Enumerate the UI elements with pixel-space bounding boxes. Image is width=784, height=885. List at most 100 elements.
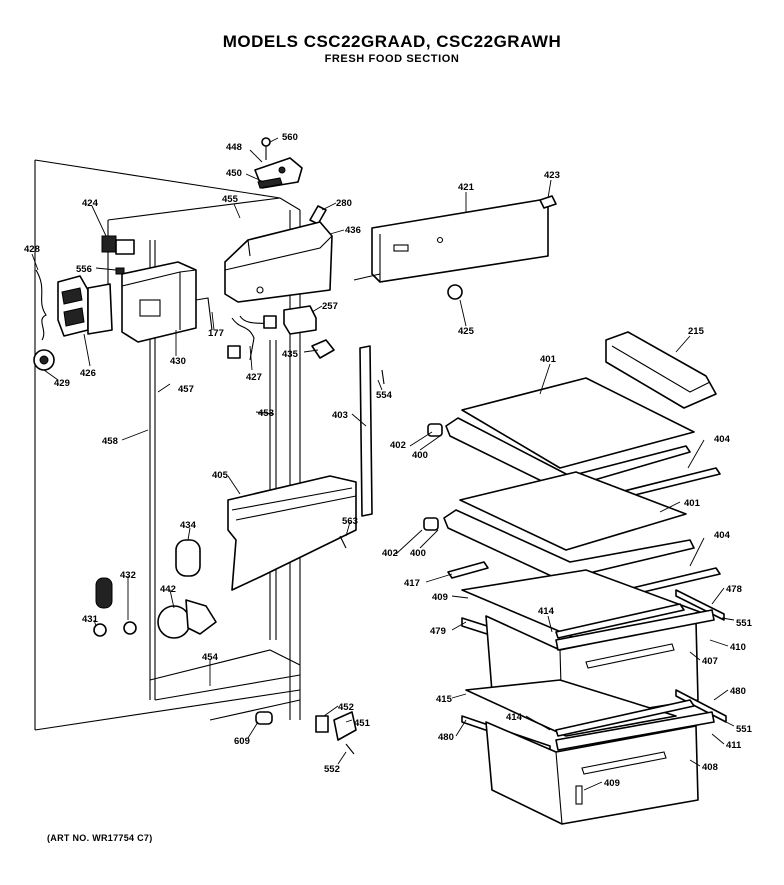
callout-400-upper: 400 [412,450,428,461]
callout-448: 448 [226,142,242,153]
part-560-screw[interactable] [261,137,271,160]
callout-551-lower: 551 [736,724,753,735]
part-431-cap[interactable] [93,621,137,637]
callout-414-lower: 414 [506,712,523,723]
part-429-knob[interactable] [33,349,55,371]
part-426-control[interactable] [57,275,113,337]
callout-451: 451 [354,718,371,729]
callout-421: 421 [458,182,475,193]
callout-424: 424 [82,198,99,209]
callout-404-lower: 404 [714,530,731,541]
part-436-light-housing[interactable] [224,221,333,303]
callout-457: 457 [178,384,194,395]
part-410-drawer-front[interactable] [555,609,715,651]
callout-554: 554 [376,390,393,401]
callout-409-upper: 409 [432,592,448,603]
part-552-screw[interactable] [345,743,355,755]
part-609-roller[interactable] [255,711,273,725]
callout-402-lower: 402 [382,548,398,559]
callout-405: 405 [212,470,229,481]
callout-432: 432 [120,570,136,581]
callout-409-lower: 409 [604,778,620,789]
callout-280: 280 [336,198,352,209]
part-442-fan-assembly[interactable] [157,599,217,639]
part-401-lower-shelf[interactable] [459,471,687,551]
callout-401-lower: 401 [684,498,701,509]
callout-563: 563 [342,516,358,527]
callout-479: 479 [430,626,446,637]
section-subtitle: FRESH FOOD SECTION [324,53,460,65]
part-405-support[interactable] [227,475,357,591]
callout-411: 411 [726,740,742,751]
callout-215: 215 [688,326,705,337]
part-421-cover[interactable] [353,199,549,283]
part-554-screw[interactable] [381,369,385,385]
callout-560: 560 [282,132,298,143]
part-434-grille[interactable] [175,539,201,577]
callout-478: 478 [726,584,742,595]
callout-400-lower: 400 [410,548,426,559]
callout-435: 435 [282,349,299,360]
part-417-shelf-rail[interactable] [447,561,489,579]
callout-427: 427 [246,372,262,383]
part-452-bracket[interactable] [315,715,329,733]
callout-410: 410 [730,642,746,653]
callout-414-upper: 414 [538,606,555,617]
part-428-sensor[interactable] [35,269,47,341]
callout-404-upper: 404 [714,434,731,445]
part-414-lower-drawer-rail[interactable] [555,699,695,737]
part-451-hinge[interactable] [333,711,357,741]
callout-434: 434 [180,520,197,531]
callout-177: 177 [208,328,224,339]
part-425-knob[interactable] [447,284,463,300]
callout-423: 423 [544,170,560,181]
part-411-drawer-front[interactable] [555,711,715,751]
part-177-wire[interactable] [195,297,213,331]
callout-458: 458 [102,436,118,447]
callout-480-left: 480 [438,732,454,743]
part-556-clip[interactable] [115,267,125,275]
leader-lines [31,137,735,791]
callout-453: 453 [258,408,274,419]
part-427-harness[interactable] [227,315,277,361]
callout-454: 454 [202,652,219,663]
callout-415: 415 [436,694,453,705]
callout-402-upper: 402 [390,440,406,451]
part-435-bracket[interactable] [311,339,335,359]
callout-407: 407 [702,656,718,667]
callout-430: 430 [170,356,186,367]
part-400-lower-shelf-frame[interactable] [443,509,695,581]
part-402-upper-bracket[interactable] [427,423,443,437]
part-563-screw[interactable] [339,535,347,549]
part-430-control-housing[interactable] [121,261,197,343]
part-401-upper-shelf[interactable] [461,377,695,469]
callout-408: 408 [702,762,718,773]
part-403-shelf-track[interactable] [359,345,373,517]
callout-257: 257 [322,301,338,312]
callout-552: 552 [324,764,340,775]
callout-431: 431 [82,614,99,625]
part-414-upper-drawer-rail[interactable] [555,603,685,639]
callout-401-upper: 401 [540,354,557,365]
part-402-lower-bracket[interactable] [423,517,439,531]
callout-455: 455 [222,194,239,205]
part-408-meat-drawer[interactable] [485,721,699,825]
callout-436: 436 [345,225,361,236]
part-450-hinge-pin[interactable] [257,177,283,189]
part-424-light-switch[interactable] [101,235,135,255]
art-number: (ART NO. WR17754 C7) [47,833,153,843]
callout-480-right: 480 [730,686,746,697]
part-432-fitting[interactable] [95,577,113,609]
callout-403: 403 [332,410,348,421]
callout-452: 452 [338,702,354,713]
callout-450: 450 [226,168,242,179]
callout-556: 556 [76,264,92,275]
callout-551-upper: 551 [736,618,753,629]
part-215-dairy-bin[interactable] [605,331,717,409]
callout-429: 429 [54,378,70,389]
part-257-relay[interactable] [283,305,317,335]
callout-425: 425 [458,326,475,337]
callout-442: 442 [160,584,176,595]
diagram-title: MODELS CSC22GRAAD, CSC22GRAWH [222,32,562,51]
